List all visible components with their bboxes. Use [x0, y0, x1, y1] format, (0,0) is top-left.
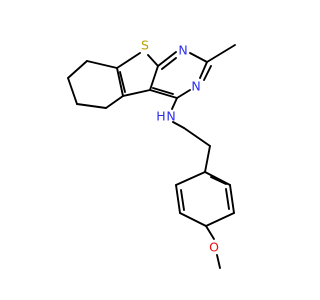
bond	[147, 54, 159, 67]
bond	[157, 51, 177, 67]
bond	[210, 176, 227, 185]
bond	[203, 65, 212, 81]
bond	[206, 44, 236, 63]
bond	[172, 121, 185, 129]
bond	[189, 52, 208, 63]
bond	[116, 67, 124, 97]
atom-labels: S N N N H O	[141, 38, 219, 255]
oxygen-atom-label: O	[209, 240, 219, 255]
bond	[205, 212, 235, 227]
bond	[216, 254, 221, 269]
bond	[122, 89, 151, 97]
bond	[225, 188, 230, 210]
bond	[179, 212, 207, 227]
bond	[149, 89, 178, 99]
bond	[67, 77, 78, 105]
bond	[67, 60, 88, 79]
bond	[175, 171, 206, 186]
bond	[161, 57, 177, 70]
bond	[180, 189, 185, 211]
bond	[119, 71, 126, 93]
bond	[199, 61, 208, 79]
bond	[86, 60, 118, 69]
chemical-structure-diagram: S N N N H O	[67, 38, 236, 269]
bond	[152, 87, 174, 95]
bond	[183, 127, 211, 147]
bond-lines	[67, 44, 236, 269]
bond	[176, 89, 191, 99]
nitrogen-atom-label: N	[191, 79, 200, 94]
bond	[229, 184, 235, 214]
bond	[171, 97, 178, 110]
bond	[204, 171, 231, 186]
sulfur-atom-label: S	[141, 38, 149, 53]
bond	[205, 225, 215, 240]
bond	[116, 52, 141, 69]
amine-nitrogen-label: N	[166, 109, 175, 124]
bond	[204, 145, 211, 173]
bond	[149, 65, 159, 91]
bond	[105, 95, 124, 109]
bond	[175, 184, 181, 214]
bond	[76, 103, 107, 109]
amine-hydrogen-label: H	[156, 109, 165, 124]
nitrogen-atom-label: N	[178, 43, 187, 58]
